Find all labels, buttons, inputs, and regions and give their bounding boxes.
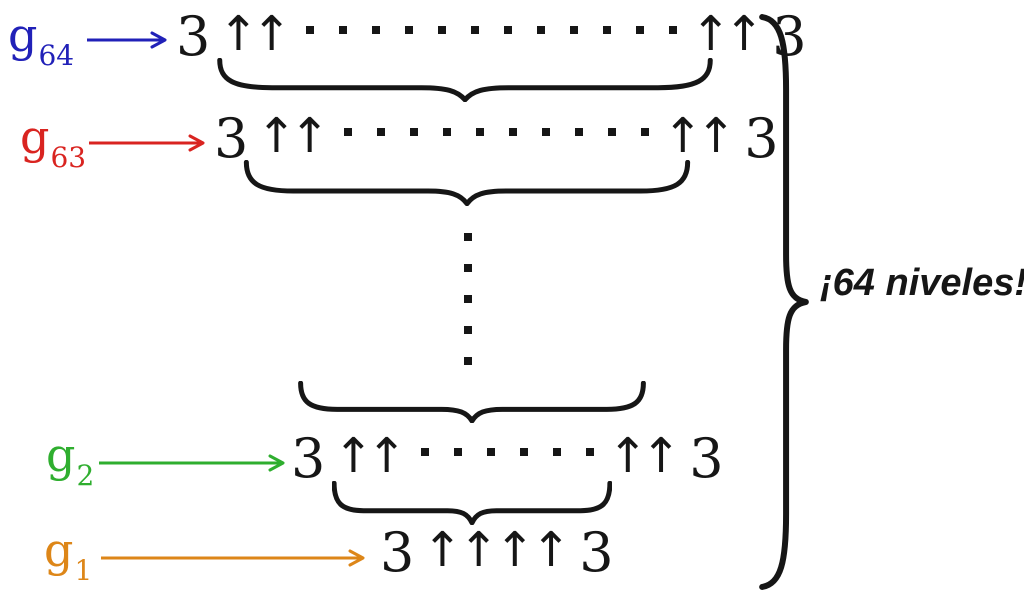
g63-label: g63 bbox=[20, 114, 86, 172]
levels-brace-icon bbox=[758, 14, 810, 590]
g2-arrow-icon bbox=[98, 453, 288, 477]
ellipsis-dot bbox=[635, 26, 644, 34]
g63-left-up-arrows: ↑↑ bbox=[256, 108, 329, 164]
ellipsis-dot bbox=[552, 448, 561, 456]
g64-dots-ellipsis bbox=[305, 26, 677, 34]
ellipsis-dot bbox=[536, 26, 545, 34]
g2-right-three: 3 bbox=[689, 427, 724, 490]
g2-expression: 3 ↑↑ ↑↑ 3 bbox=[291, 428, 724, 490]
g64-subscript: 64 bbox=[38, 39, 75, 72]
g64-arrow-icon bbox=[86, 30, 170, 54]
g1-expression: 3 ↑↑↑↑ 3 bbox=[380, 522, 614, 584]
g1-arrow-icon bbox=[100, 548, 368, 572]
vertical-ellipsis bbox=[464, 233, 472, 365]
g64-expression: 3 ↑↑ ↑↑ 3 bbox=[176, 6, 807, 68]
g2-dots-ellipsis bbox=[420, 448, 594, 456]
g1-subscript: 1 bbox=[74, 554, 93, 587]
ellipsis-dot bbox=[404, 26, 413, 34]
ellipsis-dot bbox=[640, 128, 649, 136]
ellipsis-dot bbox=[464, 264, 472, 272]
g1-up-arrows: ↑↑↑↑ bbox=[422, 522, 571, 578]
ellipsis-dot bbox=[503, 26, 512, 34]
g2-label: g2 bbox=[46, 432, 94, 490]
g2-left-three: 3 bbox=[291, 427, 326, 490]
ellipsis-dot bbox=[464, 326, 472, 334]
ellipsis-dot bbox=[585, 448, 594, 456]
g2-subscript: 2 bbox=[76, 459, 95, 492]
ellipsis-dot bbox=[569, 26, 578, 34]
levels-label: ¡64 niveles! bbox=[820, 262, 1024, 304]
ellipsis-dot bbox=[464, 233, 472, 241]
ellipsis-dot bbox=[486, 448, 495, 456]
g64-right-up-arrows: ↑↑ bbox=[690, 6, 764, 62]
ellipsis-dot bbox=[470, 26, 479, 34]
g64-left-up-arrows: ↑↑ bbox=[218, 6, 291, 62]
ellipsis-dot bbox=[475, 128, 484, 136]
g63-expression: 3 ↑↑ ↑↑ 3 bbox=[214, 108, 779, 170]
ellipsis-dot bbox=[602, 26, 611, 34]
g1-label: g1 bbox=[44, 527, 92, 585]
ellipsis-dot bbox=[508, 128, 517, 136]
ellipsis-dot bbox=[574, 128, 583, 136]
ellipsis-dot bbox=[420, 448, 429, 456]
ellipsis-dot bbox=[464, 357, 472, 365]
g63-right-up-arrows: ↑↑ bbox=[662, 108, 736, 164]
ellipsis-dot bbox=[437, 26, 446, 34]
g64-label: g64 bbox=[8, 12, 74, 70]
g1-left-three: 3 bbox=[380, 521, 415, 584]
g64-label-letter: g bbox=[8, 8, 38, 62]
ellipsis-dot bbox=[409, 128, 418, 136]
g1-right-three: 3 bbox=[579, 521, 614, 584]
ellipsis-dot bbox=[519, 448, 528, 456]
ellipsis-dot bbox=[338, 26, 347, 34]
g2-underbrace-icon bbox=[332, 481, 612, 525]
ellipsis-dot bbox=[305, 26, 314, 34]
ellipsis-dot bbox=[442, 128, 451, 136]
g64-left-three: 3 bbox=[176, 5, 211, 68]
g2-left-up-arrows: ↑↑ bbox=[333, 428, 406, 484]
ellipsis-dot bbox=[453, 448, 462, 456]
g63-left-three: 3 bbox=[214, 107, 249, 170]
ellipsis-dot bbox=[668, 26, 677, 34]
ellipsis-dot bbox=[541, 128, 550, 136]
ellipsis-dot bbox=[343, 128, 352, 136]
ellipsis-dot bbox=[464, 295, 472, 303]
middle-underbrace-icon bbox=[298, 381, 646, 423]
ellipsis-dot bbox=[607, 128, 616, 136]
g63-underbrace-icon bbox=[243, 160, 691, 206]
ellipsis-dot bbox=[376, 128, 385, 136]
g64-underbrace-icon bbox=[216, 58, 714, 102]
g2-label-letter: g bbox=[46, 428, 76, 482]
ellipsis-dot bbox=[371, 26, 380, 34]
g63-dots-ellipsis bbox=[343, 128, 649, 136]
g63-subscript: 63 bbox=[50, 141, 87, 174]
g63-label-letter: g bbox=[20, 110, 50, 164]
g63-arrow-icon bbox=[88, 133, 208, 157]
g1-label-letter: g bbox=[44, 523, 74, 577]
g2-right-up-arrows: ↑↑ bbox=[607, 428, 681, 484]
g63-right-three: 3 bbox=[744, 107, 779, 170]
